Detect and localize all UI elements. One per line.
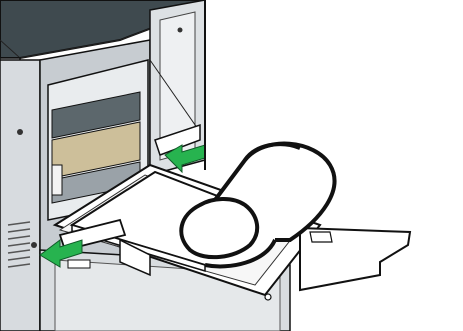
printer-bypass-tray-illustration: [0, 0, 463, 331]
